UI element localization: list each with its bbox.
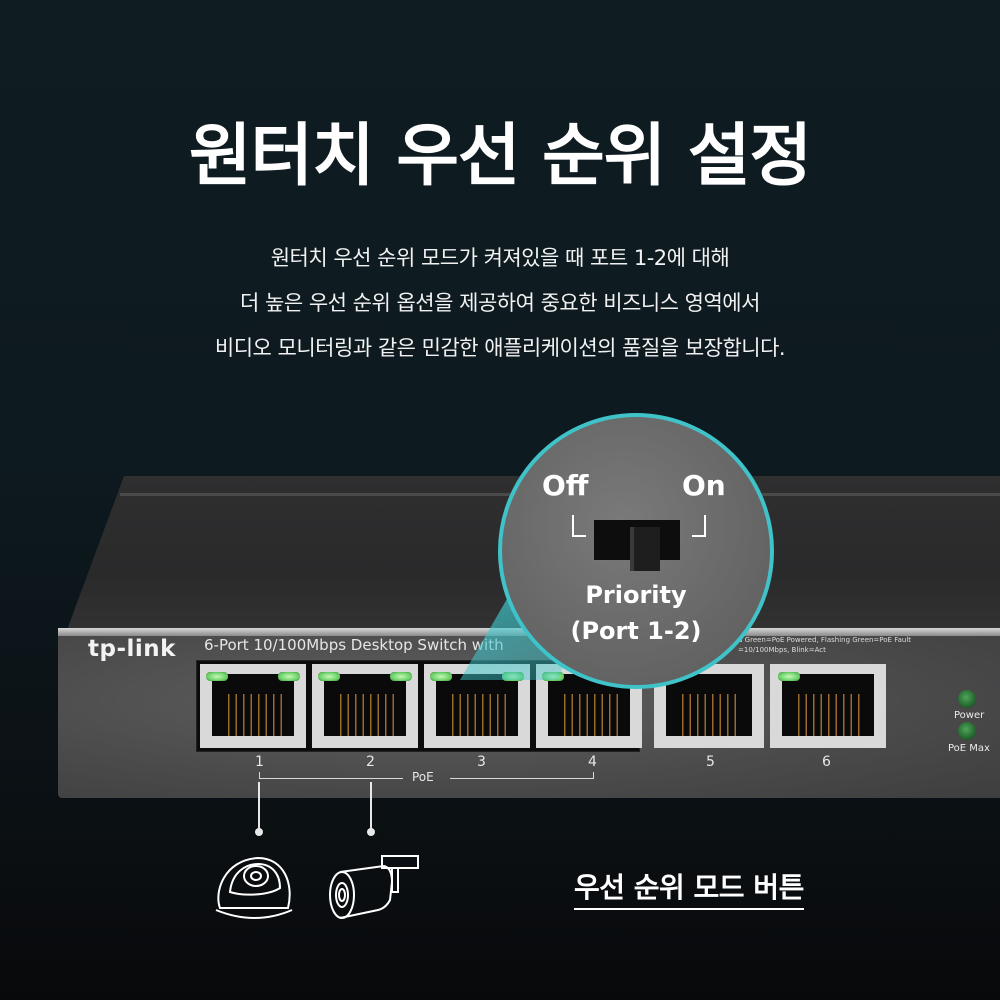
- ethernet-port-5[interactable]: [654, 664, 764, 748]
- ethernet-port-2[interactable]: [312, 664, 418, 748]
- dome-camera-icon: [215, 856, 293, 919]
- description-line-1: 원터치 우선 순위 모드가 켜져있을 때 포트 1-2에 대해: [270, 246, 730, 270]
- connector-line-port-2: [370, 782, 372, 830]
- priority-toggle-switch[interactable]: [630, 527, 660, 571]
- ethernet-port-6[interactable]: [770, 664, 886, 748]
- poe-max-led-label: PoE Max: [948, 743, 990, 754]
- description-line-2: 더 높은 우선 순위 옵션을 제공하여 중요한 비즈니스 영역에서: [240, 291, 760, 315]
- priority-port-caption: (Port 1-2): [570, 617, 702, 645]
- poe-group-label: PoE: [412, 770, 434, 784]
- port-number-1: 1: [255, 754, 264, 770]
- link-led-icon: [206, 672, 228, 681]
- connector-dot: [255, 828, 263, 836]
- priority-switch-callout: Off On Priority (Port 1-2): [498, 413, 774, 689]
- poe-bracket-tick: [259, 772, 260, 779]
- bullet-camera-icon: [329, 855, 419, 919]
- priority-mode-button-label: 우선 순위 모드 버튼: [574, 866, 804, 910]
- poe-bracket-left: [259, 778, 403, 779]
- link-led-icon: [778, 672, 800, 681]
- power-led-label: Power: [954, 710, 985, 721]
- led-legend-line-2: =10/100Mbps, Blink=Act: [738, 646, 826, 654]
- port-number-6: 6: [822, 754, 831, 770]
- poe-bracket-right: [450, 778, 593, 779]
- link-led-icon: [318, 672, 340, 681]
- port-number-5: 5: [706, 754, 715, 770]
- ethernet-port-1[interactable]: [200, 664, 306, 748]
- port-number-3: 3: [477, 754, 486, 770]
- model-label: 6-Port 10/100Mbps Desktop Switch with: [204, 636, 504, 654]
- poe-led-icon: [390, 672, 412, 681]
- poe-bracket-tick: [593, 772, 594, 779]
- brand-logo: tp-link: [88, 636, 176, 662]
- poe-max-led-icon: [958, 722, 976, 740]
- power-led-icon: [958, 690, 976, 708]
- description-line-3: 비디오 모니터링과 같은 민감한 애플리케이션의 품질을 보장합니다.: [214, 336, 786, 360]
- port-number-4: 4: [588, 754, 597, 770]
- on-label: On: [682, 469, 726, 502]
- led-legend: d Green=PoE Powered, Flashing Green=PoE …: [738, 635, 911, 655]
- connector-line-port-1: [258, 782, 260, 830]
- poe-led-icon: [278, 672, 300, 681]
- led-legend-line-1: d Green=PoE Powered, Flashing Green=PoE …: [738, 636, 912, 644]
- link-led-icon: [430, 672, 452, 681]
- page-title: 원터치 우선 순위 설정: [188, 117, 812, 196]
- priority-caption: Priority: [585, 581, 687, 609]
- bracket-left-icon: [572, 515, 586, 537]
- bracket-right-icon: [692, 515, 706, 537]
- off-label: Off: [542, 469, 589, 502]
- connector-dot: [367, 828, 375, 836]
- description: 원터치 우선 순위 모드가 켜져있을 때 포트 1-2에 대해 더 높은 우선 …: [0, 236, 1000, 371]
- port-number-2: 2: [366, 754, 375, 770]
